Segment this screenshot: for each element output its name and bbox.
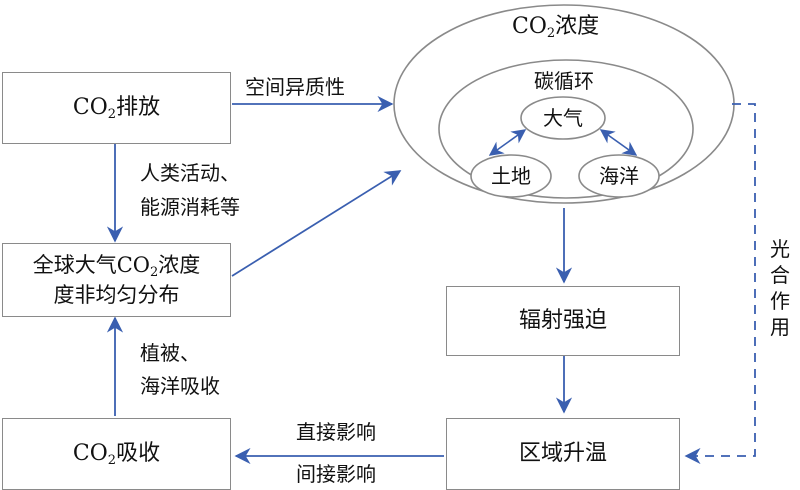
carbon-cycle-label: 碳循环 xyxy=(534,69,594,93)
co2-emission-label: CO2排放 xyxy=(72,95,161,122)
co2-absorption-label: CO2吸收 xyxy=(72,441,161,468)
vegetation-label-1: 植被、 xyxy=(140,341,200,365)
global-distribution-box: 全球大气CO2浓度度非均匀分布 xyxy=(2,243,231,317)
spatial-heterogeneity-label: 空间异质性 xyxy=(245,75,345,99)
carbon-cycle-ellipse xyxy=(438,59,694,199)
ocean-label: 海洋 xyxy=(599,164,639,188)
human-activity-label-1: 人类活动、 xyxy=(140,161,240,185)
atmosphere-label: 大气 xyxy=(543,106,583,130)
arrow-distribution-to-concentration xyxy=(231,170,402,277)
radiative-forcing-box: 辐射强迫 xyxy=(446,286,680,356)
arrow-atmosphere-land xyxy=(488,129,527,156)
co2-emission-box: CO2排放 xyxy=(2,72,231,144)
concentration-label: CO2浓度 xyxy=(512,14,600,41)
atmosphere-ellipse xyxy=(520,96,606,140)
human-activity-label-2: 能源消耗等 xyxy=(140,195,240,219)
direct-impact-label: 直接影响 xyxy=(296,420,376,444)
global-distribution-label: 全球大气CO2浓度度非均匀分布 xyxy=(32,253,201,307)
vegetation-label-2: 海洋吸收 xyxy=(140,374,220,398)
photosynthesis-label: 光 合 作 用 xyxy=(770,237,790,339)
indirect-impact-label: 间接影响 xyxy=(296,462,376,486)
radiative-forcing-label: 辐射强迫 xyxy=(518,308,607,333)
arrow-photosynthesis-dashed xyxy=(684,103,756,465)
co2-absorption-box: CO2吸收 xyxy=(2,418,231,490)
arrow-atmosphere-ocean xyxy=(599,129,638,156)
regional-warming-label: 区域升温 xyxy=(518,441,607,466)
land-label: 土地 xyxy=(491,164,531,188)
regional-warming-box: 区域升温 xyxy=(446,418,680,490)
